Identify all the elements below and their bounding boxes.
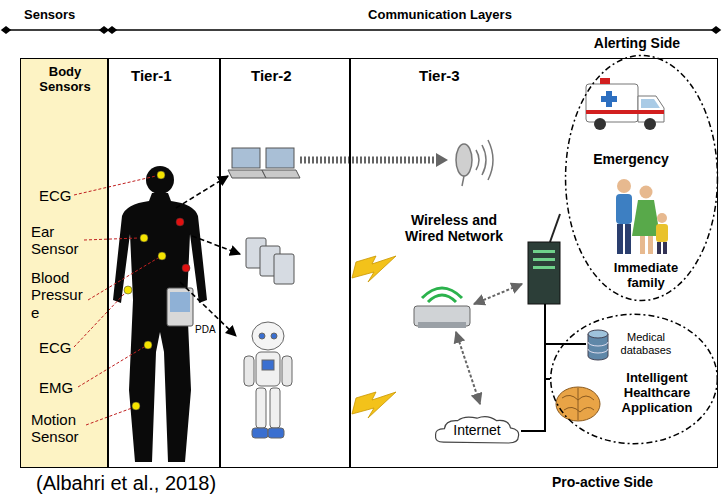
node-text: Motion Sensor [31, 411, 89, 446]
wifi-router [414, 288, 470, 328]
node-text: Blood Pressur e [31, 269, 89, 321]
dashed-ellipse-outline [551, 314, 718, 443]
wired-connector [521, 379, 550, 431]
dashed-ellipse-outline [566, 56, 718, 301]
lightning-bolt [352, 256, 396, 418]
pda-icon [246, 238, 294, 284]
satellite-dish [456, 140, 493, 186]
alerting-region: Alerting SideEmergencyImmediate family [564, 53, 719, 303]
node-text: EMG [39, 379, 77, 396]
node-heading: Medical databases [613, 331, 679, 356]
tier-column: Tier-3Alerting SideEmergencyImmediate fa… [350, 58, 718, 468]
header-rule [2, 27, 720, 33]
text-label: Sensors [24, 8, 104, 23]
tier-column: Tier-1 [108, 58, 220, 468]
node-text: ECG [39, 187, 73, 204]
family-icon [616, 179, 668, 254]
database-icon [588, 330, 608, 360]
text-label: Pro-active Side [552, 474, 692, 490]
wireless-link-arrow [176, 176, 240, 336]
ambulance-icon [586, 78, 664, 130]
text-label: Wireless and Wired Network [392, 212, 516, 244]
text-label: Communication Layers [330, 8, 550, 23]
node-text: Immediate family [601, 261, 691, 291]
sensor-band: Body SensorsECG Ear SensorBlood Pressur e… [20, 58, 108, 468]
laptop-icon [228, 148, 300, 178]
text-label: PDA [195, 324, 225, 336]
proactive-region: Medical databasesIntelligent Healthcare … [549, 313, 719, 445]
network-link [456, 284, 522, 404]
node-heading: Tier-1 [131, 67, 201, 84]
node-text: ECG [39, 339, 73, 356]
human-body [113, 166, 207, 462]
robot-icon [244, 322, 292, 438]
brain-icon [556, 387, 600, 421]
node-heading: Body Sensors [25, 65, 105, 95]
internet-cloud: Internet [433, 415, 521, 447]
uplink-arrow [300, 153, 448, 167]
node-heading: Tier-2 [251, 67, 321, 84]
sensor-band-fill [20, 58, 108, 468]
leader-line [74, 176, 158, 425]
pda-device [167, 288, 193, 326]
node-heading: Alerting Side [577, 35, 697, 51]
server-tower [528, 214, 560, 304]
sensor-dot [124, 171, 190, 410]
node-text: Intelligent Healthcare Application [603, 371, 711, 416]
text-label: (Albahri et al., 2018) [36, 472, 296, 495]
node-heading: Internet [433, 422, 521, 438]
node-text: Ear Sensor [31, 223, 87, 258]
node-heading: Tier-3 [419, 67, 499, 84]
tier-column: Tier-2 [220, 58, 350, 468]
node-text: Emergency [581, 151, 681, 167]
